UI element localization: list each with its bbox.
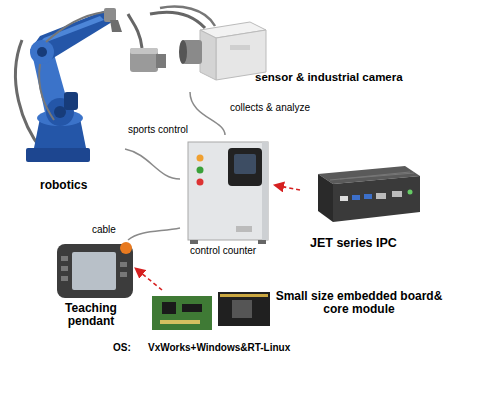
teaching-pendant-part bbox=[61, 256, 68, 261]
control-cabinet-part bbox=[197, 179, 204, 186]
robot-arm-part bbox=[64, 92, 78, 110]
embedded-board-part bbox=[160, 320, 200, 324]
teaching-pendant-part bbox=[120, 242, 132, 254]
robot-arm-part bbox=[30, 10, 112, 60]
industrial-camera bbox=[150, 7, 266, 80]
pendant-node: Teaching pendant bbox=[50, 240, 135, 332]
teaching-pendant-part bbox=[120, 272, 127, 277]
embedded-board-part bbox=[218, 292, 270, 326]
ipc-box-part bbox=[392, 191, 402, 197]
control-cabinet-part bbox=[190, 240, 198, 244]
control-cabinet-part bbox=[228, 148, 262, 186]
sensor-part bbox=[128, 14, 142, 48]
ipc-node: JET series IPC bbox=[300, 160, 425, 253]
embedded-board-part bbox=[232, 300, 252, 318]
robot-arm-part bbox=[104, 8, 116, 22]
control-cabinet-part bbox=[197, 155, 204, 162]
cable-line bbox=[128, 228, 180, 240]
camera-node: sensor & industrial camera bbox=[125, 10, 406, 92]
control-cabinet-part bbox=[262, 142, 268, 240]
industrial-camera-part bbox=[200, 30, 216, 80]
node-label: control counter bbox=[190, 245, 256, 256]
node-label: robotics bbox=[40, 179, 87, 192]
ipc-box-part bbox=[333, 176, 420, 222]
ipc-box bbox=[318, 166, 420, 222]
robot-arm-part bbox=[46, 12, 104, 42]
embedded-board-part bbox=[220, 294, 268, 297]
embedded-board-part bbox=[162, 302, 176, 314]
dashed-arrow bbox=[274, 185, 300, 190]
control-cabinet-part bbox=[234, 154, 256, 174]
robot-arm-part bbox=[37, 47, 47, 57]
sensor-part bbox=[130, 48, 158, 72]
teaching-pendant-part bbox=[120, 262, 127, 267]
dashed-arrow bbox=[135, 268, 162, 290]
embedded-board bbox=[152, 292, 270, 330]
industrial-camera-part bbox=[150, 12, 205, 28]
robot-arm-part bbox=[30, 40, 54, 64]
cable-line bbox=[125, 149, 180, 179]
industrial-camera-part bbox=[160, 7, 215, 26]
robot-arm-part bbox=[26, 148, 90, 162]
cable-line bbox=[190, 92, 225, 135]
teaching-pendant bbox=[57, 242, 133, 298]
edge-label: collects & analyze bbox=[230, 102, 310, 113]
industrial-camera-part bbox=[230, 45, 250, 50]
robot-arm bbox=[15, 8, 122, 162]
ipc-box-part bbox=[352, 195, 360, 200]
os-label: OS: bbox=[113, 342, 131, 353]
robot-arm-part bbox=[39, 64, 54, 120]
embedded-board-part bbox=[152, 296, 212, 330]
os-label: VxWorks+Windows&RT-Linux bbox=[148, 342, 290, 353]
teaching-pendant-part bbox=[57, 244, 133, 298]
ipc-box-part bbox=[408, 190, 413, 195]
teaching-pendant-part bbox=[61, 266, 68, 271]
sensor bbox=[128, 14, 166, 72]
sensor-part bbox=[156, 54, 166, 68]
control-node: control counter bbox=[180, 135, 274, 260]
sensor-part bbox=[130, 48, 158, 54]
control-cabinet bbox=[188, 142, 268, 244]
ipc-box-part bbox=[318, 174, 333, 222]
control-cabinet-part bbox=[197, 167, 204, 174]
ipc-box-part bbox=[376, 193, 386, 199]
edge-label: cable bbox=[92, 224, 116, 235]
control-cabinet-part bbox=[236, 226, 252, 232]
industrial-camera-part bbox=[179, 40, 187, 64]
node-label: Teaching pendant bbox=[50, 302, 132, 329]
node-label: Small size embedded board& core module bbox=[273, 290, 445, 317]
control-cabinet-part bbox=[258, 240, 266, 244]
edge-label: sports control bbox=[128, 124, 188, 135]
node-label: JET series IPC bbox=[310, 236, 397, 250]
embedded-board-part bbox=[182, 304, 202, 312]
control-cabinet-part bbox=[188, 142, 268, 240]
robot-arm-part bbox=[110, 20, 122, 32]
node-label: sensor & industrial camera bbox=[255, 71, 403, 84]
embedded-node: Small size embedded board& core module bbox=[150, 290, 448, 330]
teaching-pendant-part bbox=[61, 276, 68, 281]
ipc-box-part bbox=[364, 194, 372, 199]
teaching-pendant-part bbox=[72, 252, 116, 290]
robot-node: robotics bbox=[5, 5, 125, 197]
ipc-box-part bbox=[340, 196, 348, 201]
